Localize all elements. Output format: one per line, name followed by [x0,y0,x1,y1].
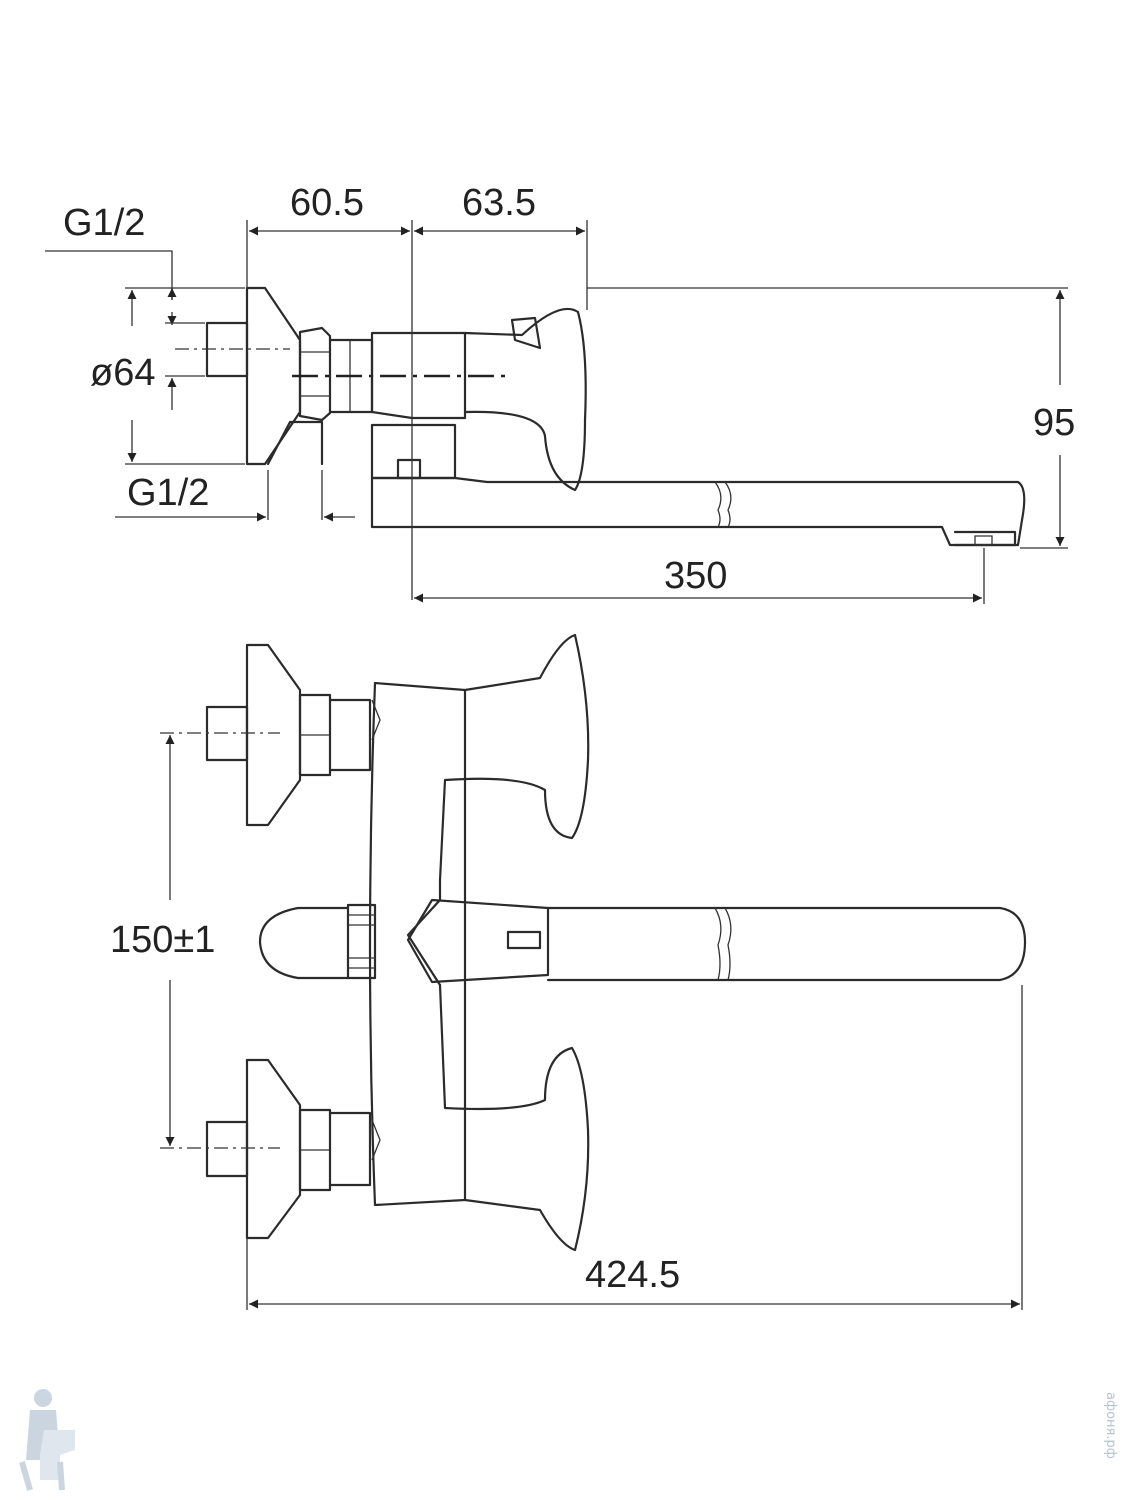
label-flange-diameter: ø64 [90,352,155,394]
side-view: G1/2 60.5 63.5 ø64 G1/2 95 350 [45,182,1075,604]
label-thread-top: G1/2 [63,202,145,244]
label-total-width: 424.5 [585,1254,680,1296]
watermark-site-text: афоня.рф [1103,1392,1118,1459]
label-offset-right: 63.5 [462,182,536,224]
label-inlet-spacing: 150±1 [110,919,215,961]
label-height: 95 [1033,402,1075,444]
label-spout-length: 350 [664,555,727,597]
label-offset-left: 60.5 [290,182,364,224]
label-thread-bottom: G1/2 [127,472,209,514]
front-view: 150±1 424.5 [110,633,1027,1310]
plumber-logo-icon [19,1389,75,1491]
